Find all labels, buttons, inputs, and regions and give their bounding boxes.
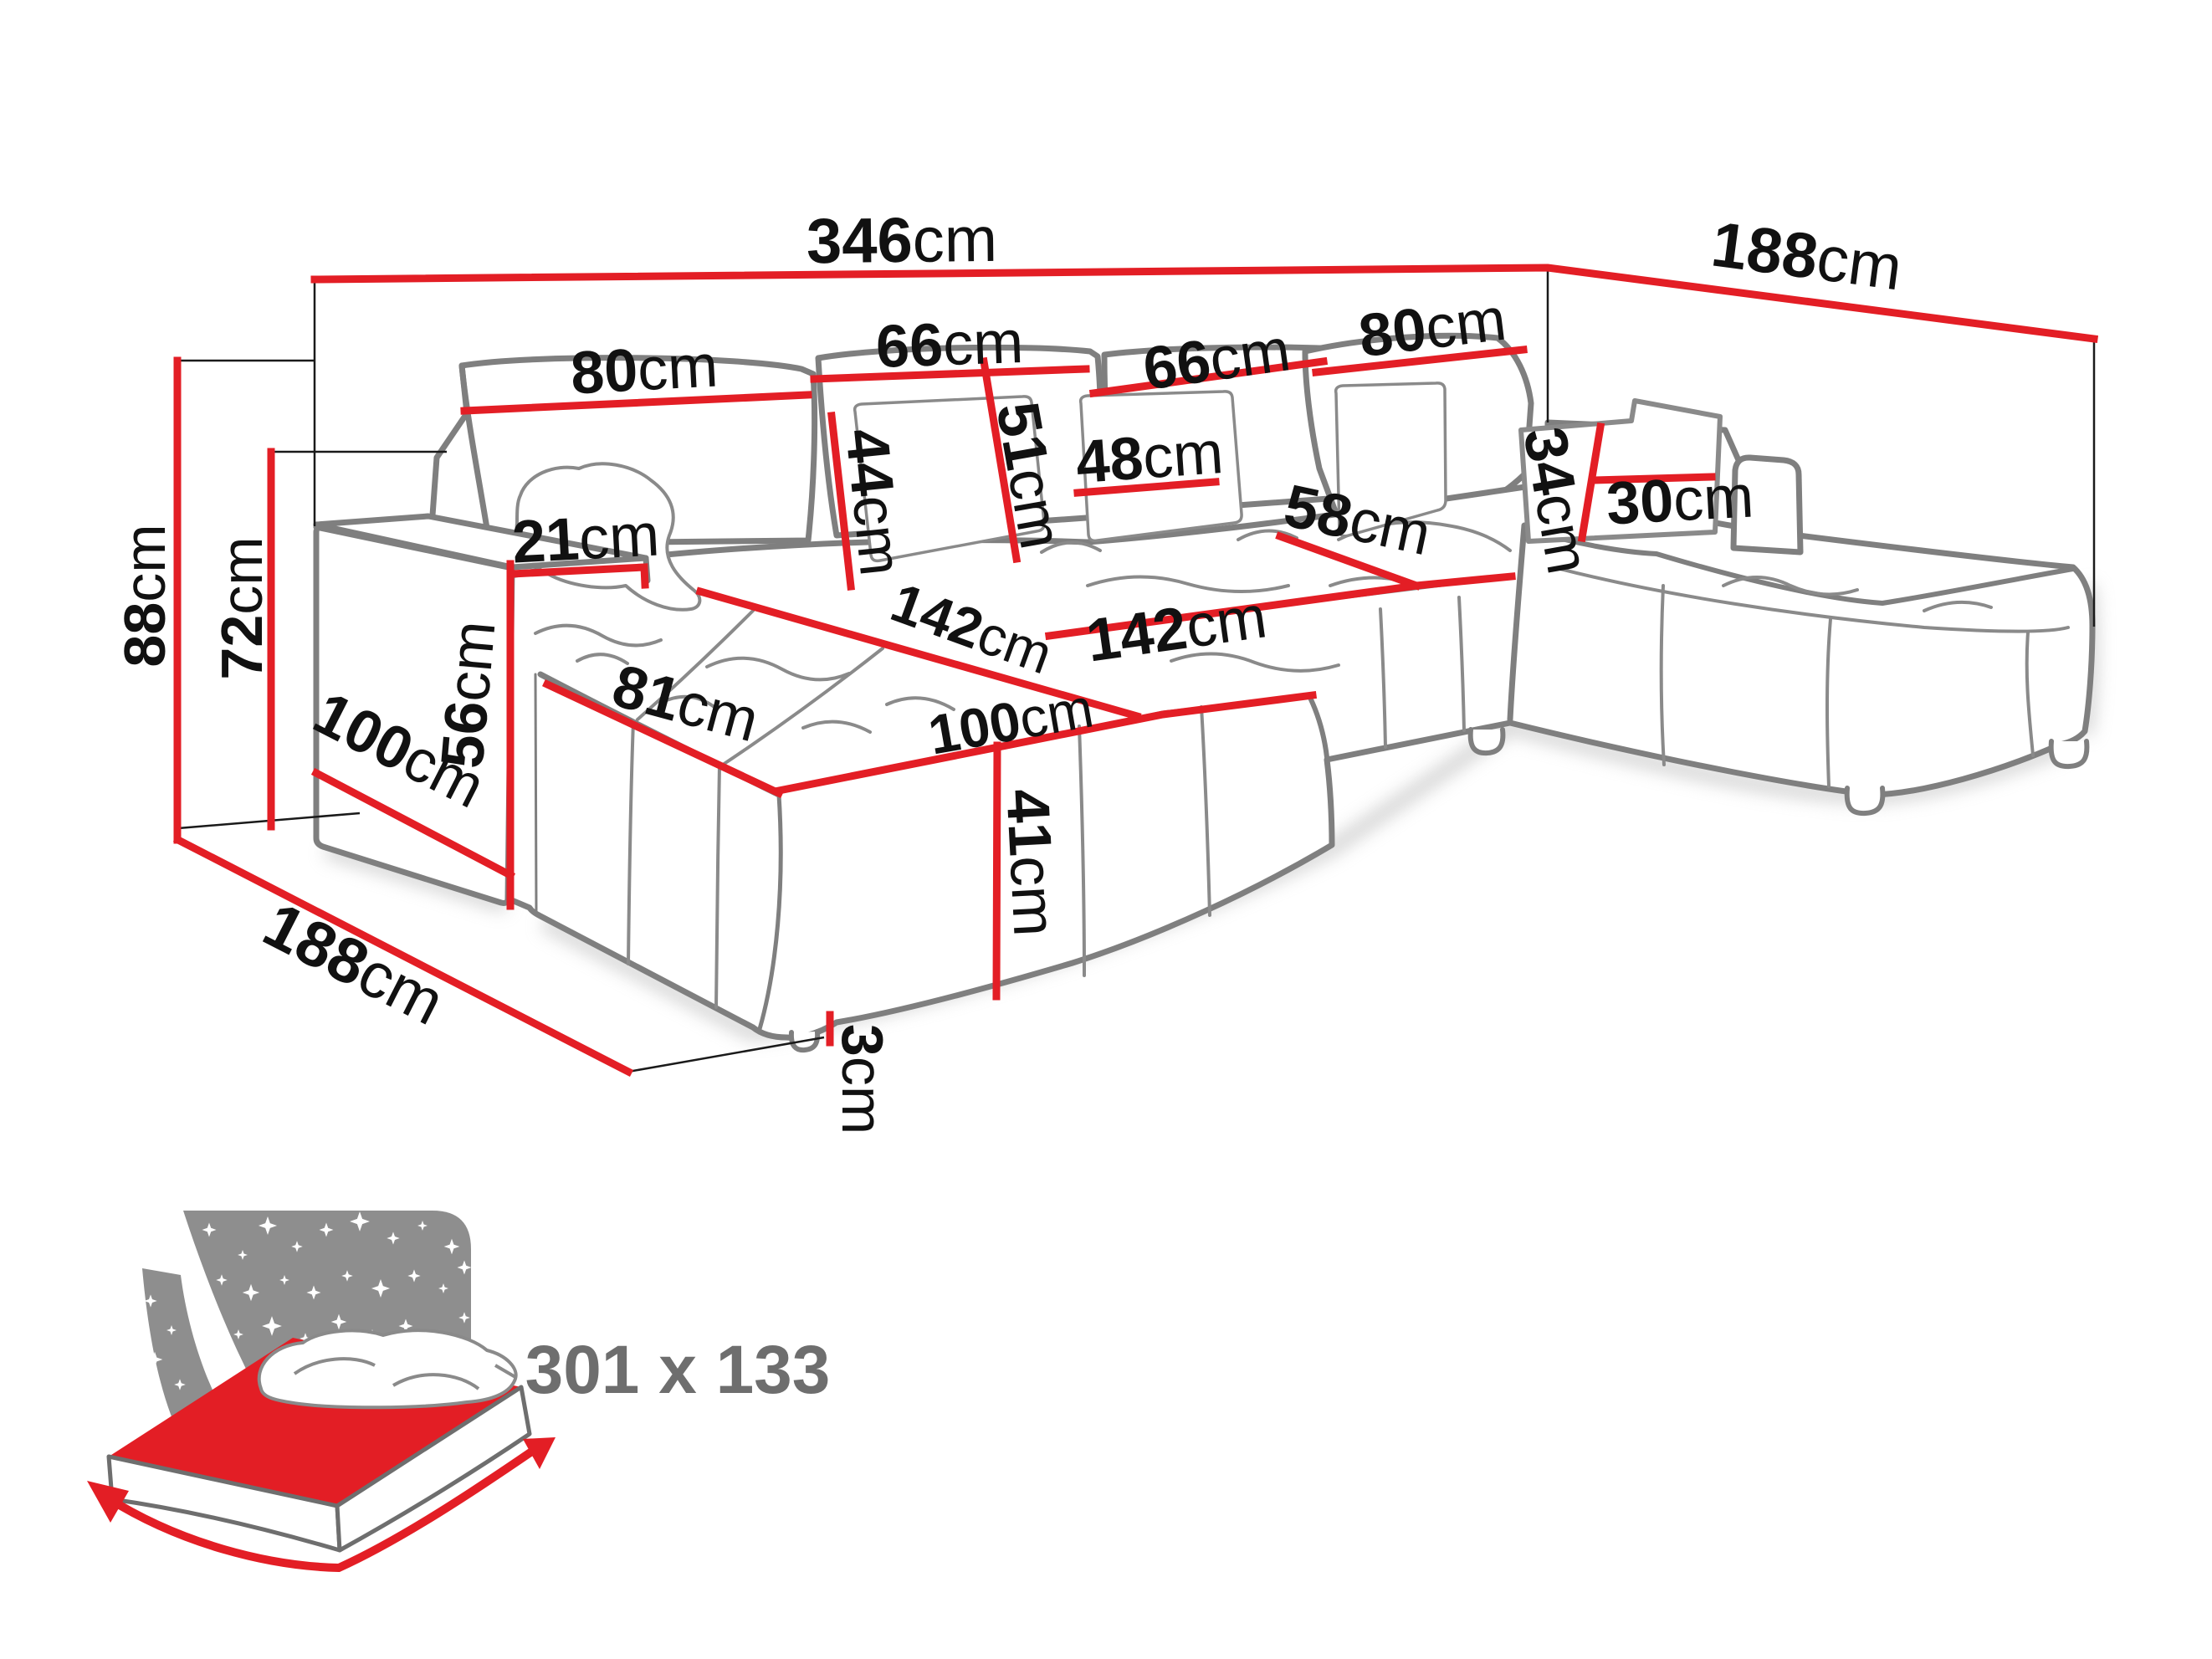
svg-text:51cm: 51cm <box>983 397 1074 554</box>
svg-text:346cm: 346cm <box>806 204 998 277</box>
svg-text:21cm: 21cm <box>510 501 661 576</box>
svg-text:41cm: 41cm <box>993 787 1068 938</box>
svg-text:56cm: 56cm <box>428 618 508 771</box>
svg-text:301 x 133: 301 x 133 <box>525 1332 831 1408</box>
svg-text:80cm: 80cm <box>1355 286 1510 371</box>
svg-text:34cm: 34cm <box>1510 422 1601 579</box>
svg-text:66cm: 66cm <box>875 309 1025 381</box>
svg-text:142cm: 142cm <box>1083 583 1271 674</box>
svg-text:48cm: 48cm <box>1074 419 1226 496</box>
svg-text:100cm: 100cm <box>924 676 1098 765</box>
svg-text:58cm: 58cm <box>1278 473 1436 569</box>
svg-text:81cm: 81cm <box>606 653 765 755</box>
svg-text:66cm: 66cm <box>1139 316 1294 403</box>
svg-text:72cm: 72cm <box>209 536 274 679</box>
svg-text:188cm: 188cm <box>1708 208 1906 304</box>
svg-text:44cm: 44cm <box>832 425 914 578</box>
svg-text:80cm: 80cm <box>569 332 719 407</box>
svg-text:3cm: 3cm <box>830 1024 895 1134</box>
svg-text:88cm: 88cm <box>112 524 177 667</box>
svg-text:30cm: 30cm <box>1605 463 1755 537</box>
